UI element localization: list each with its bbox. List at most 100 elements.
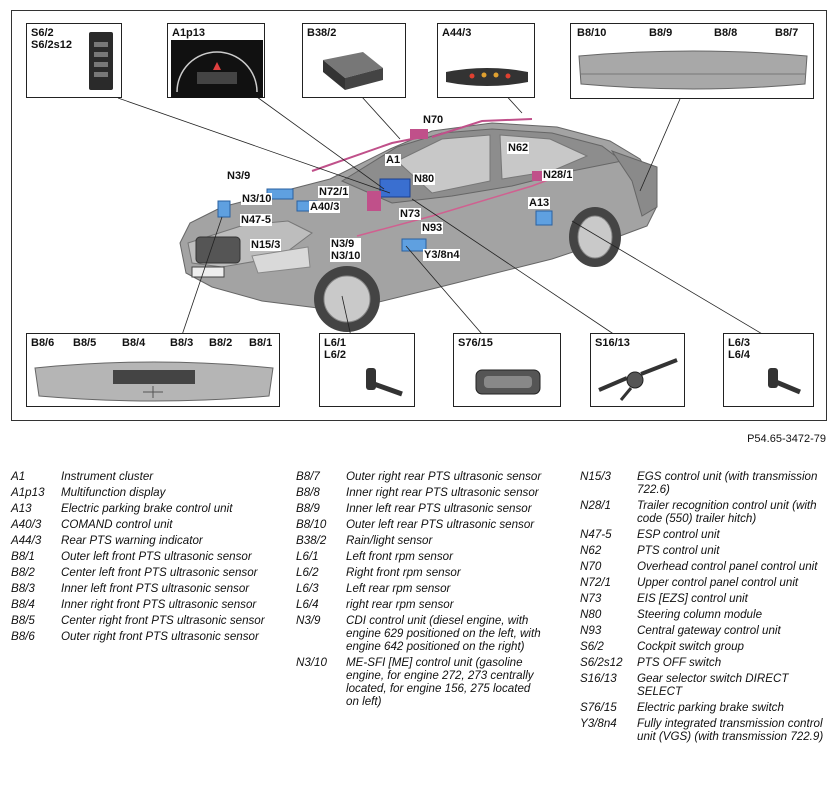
legend-description: Steering column module (637, 608, 763, 621)
legend-row: B8/1 Outer left front PTS ultrasonic sens… (11, 550, 281, 563)
callout-s16-13: S16/13 (590, 333, 685, 407)
legend-code: B8/4 (11, 598, 35, 611)
legend-description: PTS control unit (637, 544, 720, 557)
car-label-n28-1: N28/1 (542, 169, 574, 181)
legend-code: A1 (11, 470, 26, 483)
legend-description: Fully integrated transmission control un… (637, 717, 824, 743)
legend-code: B8/7 (296, 470, 320, 483)
legend-description: right rear rpm sensor (346, 598, 454, 611)
legend-code: S16/13 (580, 672, 617, 685)
legend-code: S76/15 (580, 701, 617, 714)
legend-row: B8/5 Center right front PTS ultrasonic se… (11, 614, 281, 627)
front-bumper-label-6: B8/1 (249, 337, 273, 349)
car-label-n47-5: N47-5 (240, 214, 272, 226)
front-bumper-label-2: B8/5 (73, 337, 97, 349)
legend-code: B8/5 (11, 614, 35, 627)
legend-code: B8/6 (11, 630, 35, 643)
legend-code: N3/10 (296, 656, 327, 669)
callout-s16-13-title: S16/13 (595, 337, 630, 349)
callout-l6-1: L6/1 L6/2 (319, 333, 415, 407)
legend-row: Y3/8n4 Fully integrated transmission cont… (580, 717, 830, 743)
car-label-n62: N62 (507, 142, 530, 154)
car-label-n3-9-n3-10: N3/9 N3/10 (330, 238, 362, 262)
legend-row: B8/7 Outer right rear PTS ultrasonic sens… (296, 470, 546, 483)
callout-b38-2-title: B38/2 (307, 27, 337, 39)
legend-description: Rear PTS warning indicator (61, 534, 203, 547)
legend-code: N62 (580, 544, 602, 557)
legend-code: B8/1 (11, 550, 35, 563)
legend-code: L6/1 (296, 550, 319, 563)
legend-description: Outer left front PTS ultrasonic sensor (61, 550, 252, 563)
callout-s6-2-title: S6/2 S6/2s12 (31, 27, 72, 51)
legend-description: Center right front PTS ultrasonic sensor (61, 614, 265, 627)
callout-a1p13-title: A1p13 (172, 27, 206, 39)
legend-code: N93 (580, 624, 602, 637)
legend-code: S6/2s12 (580, 656, 623, 669)
front-bumper-label-1: B8/6 (31, 337, 55, 349)
rpm-sensor-icon (366, 368, 403, 397)
legend-description: Trailer recognition control unit (with c… (637, 499, 817, 525)
car-label-n3-10-a: N3/10 (241, 193, 273, 205)
callout-s76-15: S76/15 (453, 333, 561, 407)
rear-warning-indicator-icon (446, 68, 528, 86)
callout-s76-15-title: S76/15 (458, 337, 493, 349)
leader-lines (117, 90, 775, 342)
rain-light-sensor-icon (323, 52, 383, 90)
legend-code: B8/10 (296, 518, 327, 531)
legend-description: Center left front PTS ultrasonic sensor (61, 566, 258, 579)
callout-b38-2: B38/2 (302, 23, 406, 98)
callout-front-bumper: B8/6 B8/5 B8/4 B8/3 B8/2 B8/1 (26, 333, 280, 407)
legend-description: Left front rpm sensor (346, 550, 453, 563)
legend-description: Rain/light sensor (346, 534, 433, 547)
callout-l6-3-title: L6/3 L6/4 (728, 337, 751, 361)
legend-code: N3/9 (296, 614, 321, 627)
car-label-a13: A13 (528, 197, 551, 209)
legend-code: N28/1 (580, 499, 611, 512)
legend-code: S6/2 (580, 640, 604, 653)
legend-description: ESP control unit (637, 528, 720, 541)
rear-bumper-label-1: B8/10 (577, 27, 607, 39)
legend-code: A13 (11, 502, 32, 515)
legend-description: EIS [EZS] control unit (637, 592, 748, 605)
parking-brake-switch-icon (475, 369, 541, 395)
legend-description: Electric parking brake switch (637, 701, 784, 714)
legend-description: Outer right rear PTS ultrasonic sensor (346, 470, 542, 483)
legend-code: Y3/8n4 (580, 717, 617, 730)
car-label-a40-3: A40/3 (309, 201, 341, 213)
front-bumper-label-3: B8/4 (122, 337, 146, 349)
multifunction-display-icon (171, 40, 263, 98)
callout-l6-3: L6/3 L6/4 (723, 333, 814, 407)
legend-code: B8/2 (11, 566, 35, 579)
legend-code: N72/1 (580, 576, 611, 589)
rear-bumper-label-2: B8/9 (649, 27, 673, 39)
legend-code: N15/3 (580, 470, 611, 483)
legend-column-2: B8/7 Outer right rear PTS ultrasonic sens… (296, 470, 546, 711)
rear-bumper-label-4: B8/7 (775, 27, 799, 39)
legend-row: L6/1 Left front rpm sensor (296, 550, 546, 563)
legend-code: L6/3 (296, 582, 319, 595)
legend-description: Outer right front PTS ultrasonic sensor (61, 630, 259, 643)
callout-a44-3: A44/3 (437, 23, 535, 98)
car-label-n70: N70 (422, 114, 445, 126)
car-label-n93: N93 (421, 222, 444, 234)
legend-description: Outer left rear PTS ultrasonic sensor (346, 518, 535, 531)
